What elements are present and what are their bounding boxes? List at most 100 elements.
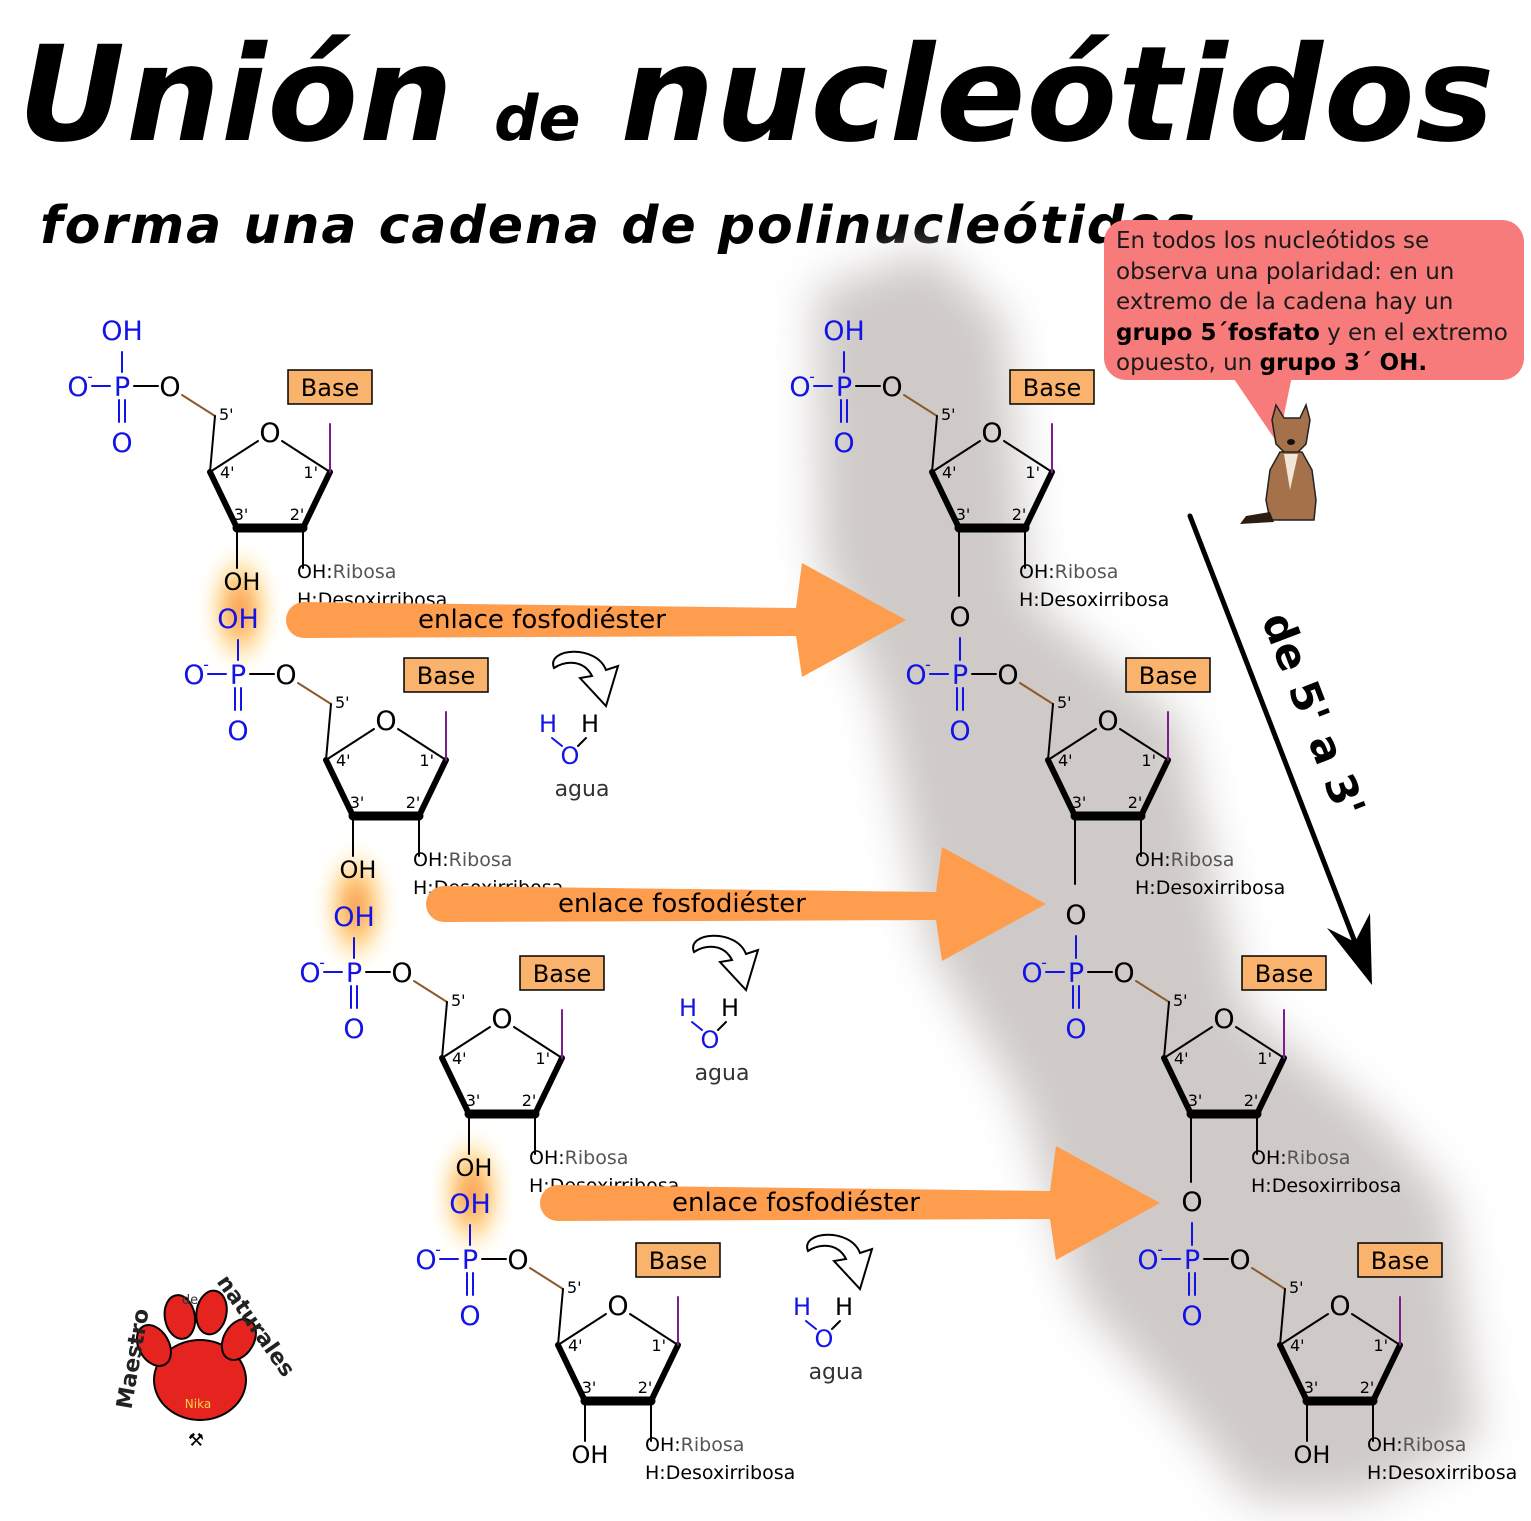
- c3-label: 3': [1072, 793, 1087, 812]
- bond-arrow-shape: [286, 563, 906, 677]
- curved-arrow-icon: [806, 1233, 874, 1291]
- double-oxygen-label: O: [1181, 1301, 1202, 1332]
- dog-nose: [1287, 439, 1295, 445]
- c1-label: 1': [535, 1049, 550, 1068]
- dog-body: [1265, 451, 1317, 521]
- bond-label: enlace fosfodiéster: [558, 889, 806, 919]
- c4-c3-bond: [555, 1342, 588, 1404]
- base-box: [1357, 1242, 1443, 1278]
- deoxy-note: H:Desoxirribosa: [1019, 589, 1169, 611]
- curved-arrow-icon: [692, 934, 760, 992]
- ester-oxygen-label: O: [1229, 1245, 1250, 1276]
- c4-c3-bond: [1161, 1055, 1194, 1117]
- double-oxygen-label: O: [343, 1014, 364, 1045]
- bridge-oxygen-label: O: [949, 602, 970, 633]
- c1-label: 1': [303, 463, 318, 482]
- c5-c4-bond: [441, 1001, 448, 1059]
- water-o-label: O: [815, 1325, 834, 1353]
- double-oxygen-label: O: [949, 716, 970, 747]
- ribose-note: OH:Ribosa: [1135, 849, 1234, 871]
- c1-label: 1': [651, 1336, 666, 1355]
- deoxy-prefix: H:: [1019, 589, 1040, 611]
- o-c1-bond: [397, 728, 447, 761]
- ribose-note: OH:Ribosa: [413, 849, 512, 871]
- water-h2-label: H: [721, 994, 739, 1022]
- deoxy-label: Desoxirribosa: [1272, 1175, 1402, 1197]
- polarity-note: En todos los nucleótidos se observa una …: [1104, 220, 1524, 380]
- deoxy-label: Desoxirribosa: [1156, 877, 1286, 899]
- c5-c4-bond: [557, 1288, 564, 1346]
- dog-icon: [1240, 402, 1317, 524]
- base-label: Base: [1139, 662, 1197, 690]
- c1-label: 1': [1257, 1049, 1272, 1068]
- charge-label: -: [1041, 953, 1047, 972]
- c2-label: 2': [1128, 793, 1143, 812]
- reaction-glow: [206, 547, 274, 671]
- c3-oh-label: OH: [1294, 1441, 1331, 1469]
- direction-line: [1187, 513, 1361, 953]
- o-minus-label: O: [415, 1245, 436, 1276]
- sugar-ring: 5'O4'1'3'2'BaseOH:RibosaH:DesoxirribosaO…: [297, 657, 563, 899]
- c2-label: 2': [638, 1378, 653, 1397]
- deoxy-label: Desoxirribosa: [666, 1462, 796, 1484]
- c1-c2-bond: [1138, 757, 1171, 819]
- c4-label: 4': [942, 463, 957, 482]
- c1-label: 1': [1373, 1336, 1388, 1355]
- double-oxygen-label: O: [459, 1301, 480, 1332]
- c3-label: 3': [466, 1091, 481, 1110]
- phosphorus-label: P: [230, 660, 246, 691]
- o-minus-label: O: [789, 372, 810, 403]
- ribose-prefix: OH:: [1019, 561, 1055, 583]
- base-box: [403, 657, 489, 693]
- c4-c3-bond: [1045, 757, 1078, 819]
- paw-toe: [195, 1289, 228, 1336]
- base-box: [1009, 369, 1095, 405]
- ester-oxygen-label: O: [391, 958, 412, 989]
- c5-label: 5': [335, 693, 350, 712]
- ring-oxygen-label: O: [491, 1004, 512, 1035]
- c3-label: 3': [350, 793, 365, 812]
- c2-label: 2': [1244, 1091, 1259, 1110]
- ribose-label: Ribosa: [1287, 1147, 1351, 1169]
- paw-text: Nika: [185, 1397, 211, 1411]
- c4-c3-bond: [929, 469, 962, 531]
- c5-c4-bond: [1163, 1001, 1170, 1059]
- paw-toe: [135, 1324, 172, 1367]
- base-label: Base: [1255, 960, 1313, 988]
- paw-toe: [163, 1294, 197, 1340]
- ribose-note: OH:Ribosa: [1251, 1147, 1350, 1169]
- ring-oxygen-label: O: [1329, 1291, 1350, 1322]
- ribose-note: OH:Ribosa: [529, 1147, 628, 1169]
- c5-label: 5': [567, 1278, 582, 1297]
- o-c1-bond: [1351, 1313, 1401, 1346]
- ring-oxygen-label: O: [981, 418, 1002, 449]
- o-c1-bond: [1003, 440, 1053, 473]
- c4-o-bond: [1163, 1026, 1213, 1059]
- ribose-prefix: OH:: [1367, 1434, 1403, 1456]
- base-box: [1241, 955, 1327, 991]
- o-c1-bond: [513, 1026, 563, 1059]
- deoxy-note: H:Desoxirribosa: [1135, 877, 1285, 899]
- c1-c2-bond: [1370, 1342, 1403, 1404]
- c2-label: 2': [522, 1091, 537, 1110]
- ribose-label: Ribosa: [1403, 1434, 1467, 1456]
- bond-arrow-shape: [540, 1146, 1160, 1260]
- ribose-note: OH:Ribosa: [1367, 1434, 1466, 1456]
- charge-label: -: [435, 1240, 441, 1259]
- o-c1-bond: [629, 1313, 679, 1346]
- water-bond-2: [831, 1320, 841, 1330]
- sugar-ring: 5'O4'1'3'2'BaseOH:RibosaH:DesoxirribosaO…: [529, 1242, 796, 1484]
- water-o-label: O: [701, 1026, 720, 1054]
- base-box: [519, 955, 605, 991]
- c2-label: 2': [406, 793, 421, 812]
- reaction-glow: [438, 1132, 506, 1256]
- note-text-1: En todos los nucleótidos se observa una …: [1116, 228, 1455, 315]
- water-bond-2: [717, 1021, 727, 1031]
- ring-oxygen-label: O: [1213, 1004, 1234, 1035]
- base-label: Base: [1371, 1247, 1429, 1275]
- bridge-oxygen-label: O: [1065, 900, 1086, 931]
- ester-oxygen-label: O: [997, 660, 1018, 691]
